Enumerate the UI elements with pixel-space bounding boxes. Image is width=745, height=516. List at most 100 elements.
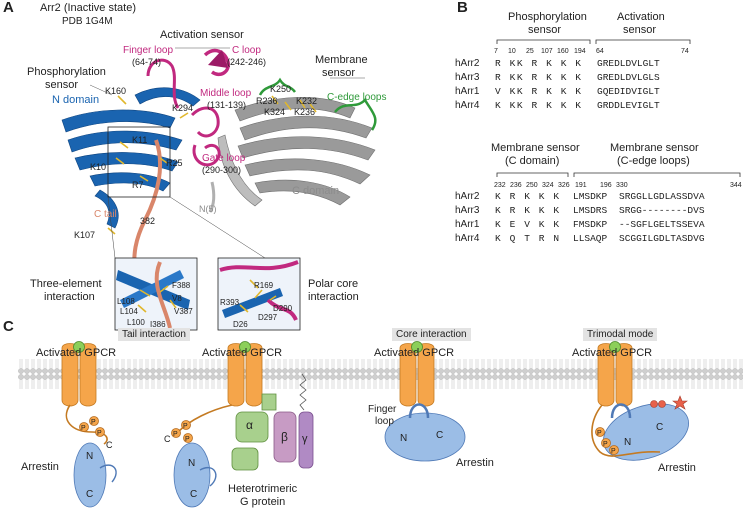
c-edge-loop-2: [334, 97, 377, 131]
pdb-id: PDB 1G4M: [62, 16, 113, 27]
mem-c-seq: K R K K K: [495, 205, 561, 216]
polar-core-label-2: interaction: [308, 291, 359, 303]
edge-seq-1: FMSDKP: [573, 219, 608, 230]
gpcr-label: Activated GPCR: [572, 347, 653, 359]
three-element-label-2: interaction: [44, 291, 95, 303]
phospho-label: P: [597, 430, 602, 437]
gate-loop-label: Gate loop: [202, 153, 246, 164]
inset-residue: I386: [150, 320, 166, 329]
tag-tail-interaction: Tail interaction: [118, 328, 190, 341]
middle-loop-label: Middle loop: [200, 88, 252, 99]
mem-e-position: 191: [575, 182, 587, 189]
phospho-label: P: [185, 436, 190, 443]
alignment-row: hArr1 K E V K K FMSDKP --SGFLGELTSSEVA: [455, 218, 705, 232]
residue-label: R236: [256, 96, 278, 106]
c-loop-label: C loop: [232, 45, 261, 56]
inset-residue: L108: [117, 297, 135, 306]
inset-residue: R169: [254, 281, 274, 290]
arrestin-label: Arrestin: [456, 457, 494, 469]
c-loop-ribbon: [203, 48, 230, 77]
species-name: hArr1: [455, 219, 480, 230]
n5-label: N(5): [199, 204, 217, 214]
residue-label: K232: [296, 96, 318, 106]
inset-zoom-box: [107, 126, 171, 198]
arrestin-structure: [61, 47, 377, 273]
panel-letter-b: B: [457, 0, 468, 16]
g-gamma-label: γ: [302, 433, 308, 445]
n-terminus-label: N: [624, 437, 632, 448]
mem-c-position: 250: [526, 182, 538, 189]
mem-e-position: 330: [616, 182, 628, 189]
inset-residue: D297: [258, 313, 278, 322]
phospho-label: P: [91, 419, 96, 426]
mem-c-title-1: Membrane sensor: [491, 142, 580, 154]
act-seq: GRDDLEVIGLT: [597, 100, 660, 111]
g-protein-label-1: Heterotrimeric: [228, 483, 298, 495]
membrane-bilayer: [18, 358, 743, 392]
phospho-label: P: [97, 430, 102, 437]
phos-sensor-title-1: Phosphorylation: [508, 11, 587, 23]
residue-label: K107: [74, 230, 96, 240]
middle-loop-ribbon: [190, 106, 220, 138]
edge-seq-2: SRGG--------DVS: [619, 205, 705, 216]
phos-position: 194: [574, 48, 586, 55]
phos-seq: V KK R K K K: [495, 86, 583, 97]
phos-position: 7: [494, 48, 498, 55]
act-seq: GREDLDVLGLT: [597, 58, 660, 69]
inset-residue: V387: [174, 307, 193, 316]
phos-seq: R KK R K K K: [495, 72, 583, 83]
c-domain-label: C domain: [292, 185, 340, 197]
residue-382-label: 382: [140, 216, 156, 226]
edge-seq-2: SRGGLLGDLASSDVA: [619, 191, 705, 202]
scenario-tail-interaction: [61, 341, 117, 508]
edge-seq-1: LMSDKP: [573, 191, 608, 202]
phos-sensor-label-1: Phosphorylation: [27, 66, 106, 78]
phospho-label: P: [81, 425, 86, 432]
phos-seq: K KK R K K K: [495, 100, 583, 111]
membrane-sensor-label-1: Membrane: [315, 54, 368, 66]
inset-residue: L100: [127, 318, 145, 327]
residue-label: K160: [105, 86, 127, 96]
inset-residue: V8: [172, 294, 182, 303]
inset-residue: R393: [220, 298, 240, 307]
phos-position: 107: [541, 48, 553, 55]
gpcr-label: Activated GPCR: [36, 347, 117, 359]
c-terminus-label: C: [656, 422, 664, 433]
polar-core-label-1: Polar core: [308, 278, 359, 290]
phos-seq: R KK R K K K: [495, 58, 583, 69]
scenario-gprotein: [173, 341, 314, 508]
panel-letter-a: A: [3, 0, 14, 16]
residue-label: K324: [264, 107, 286, 117]
edge-seq-2: --SGFLGELTSSEVA: [619, 219, 705, 230]
phospho-label: P: [611, 448, 616, 455]
phospho-label: P: [173, 431, 178, 438]
phos-position: 160: [557, 48, 569, 55]
residue-label: R25: [166, 158, 183, 168]
mem-c-seq: K R K K K: [495, 191, 561, 202]
act-sensor-title-1: Activation: [617, 11, 665, 23]
mem-c-position: 236: [510, 182, 522, 189]
n-domain-label: N domain: [52, 94, 100, 106]
inset-residue: D290: [273, 304, 293, 313]
activation-sensor-label: Activation sensor: [160, 29, 244, 41]
mem-c-position: 326: [558, 182, 570, 189]
arrestin-label: Arrestin: [21, 461, 59, 473]
act-seq: GREDLDVLGLS: [597, 72, 660, 83]
phospho-label: P: [603, 441, 608, 448]
mem-e-position: 344: [730, 182, 742, 189]
c-terminus-label: C: [190, 489, 198, 500]
three-element-label-1: Three-element: [30, 278, 102, 290]
alignment-brackets: [496, 39, 741, 177]
c-terminus-label: C: [86, 489, 94, 500]
c-tail-end-label: C: [164, 434, 171, 444]
tag-trimodal-mode: Trimodal mode: [583, 328, 658, 341]
mem-c-position: 232: [494, 182, 506, 189]
mem-c-seq: K E V K K: [495, 219, 561, 230]
panel-letter-c: C: [3, 318, 14, 335]
residue-label: K294: [172, 103, 194, 113]
